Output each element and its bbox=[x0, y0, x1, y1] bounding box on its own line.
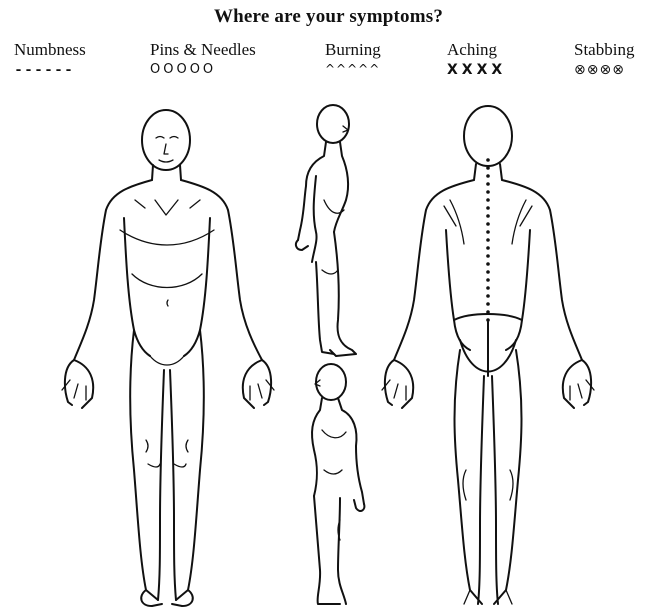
body-side-lower-figure[interactable] bbox=[312, 364, 364, 604]
spine-dotted-line bbox=[486, 158, 490, 322]
body-side-upper-figure[interactable] bbox=[296, 105, 356, 356]
body-back-figure[interactable] bbox=[382, 106, 594, 604]
body-front-figure[interactable] bbox=[62, 110, 274, 606]
